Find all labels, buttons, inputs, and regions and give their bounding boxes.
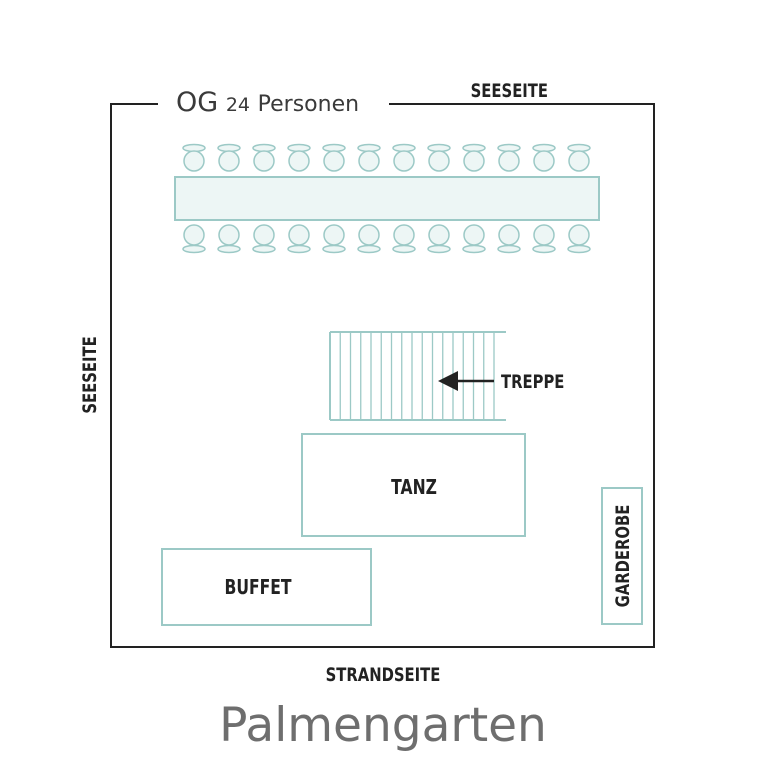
chair (183, 224, 205, 246)
chair (463, 150, 485, 172)
stairs-arrow (438, 371, 494, 391)
dance-floor (301, 433, 526, 537)
chair (568, 150, 590, 172)
side-label-bottom: STRANDSEITE (326, 664, 441, 686)
seats-bottom-row (182, 224, 591, 254)
chair (533, 150, 555, 172)
chair (568, 224, 590, 246)
floor-level: OG (176, 87, 218, 118)
chair-backrest (567, 244, 591, 254)
chair (498, 150, 520, 172)
chair (323, 150, 345, 172)
chair (393, 150, 415, 172)
chair (463, 224, 485, 246)
chair (533, 224, 555, 246)
chair-backrest (322, 244, 346, 254)
banquet-table (174, 176, 600, 221)
chair (288, 150, 310, 172)
chair (358, 150, 380, 172)
buffet-area (161, 548, 372, 626)
cloakroom-area (601, 487, 643, 625)
arrow-head-icon (438, 371, 458, 391)
chair-backrest (217, 244, 241, 254)
stairs (329, 331, 506, 421)
side-label-top: SEESEITE (471, 80, 548, 102)
chair-backrest (182, 244, 206, 254)
stair-steps (329, 332, 495, 420)
venue-title: Palmengarten (219, 698, 547, 753)
chair (428, 150, 450, 172)
chair (358, 224, 380, 246)
seats-top-row (182, 143, 591, 172)
chair-backrest (532, 244, 556, 254)
floor-unit: Personen (258, 92, 359, 117)
chair (218, 224, 240, 246)
chair (393, 224, 415, 246)
chair-backrest (287, 244, 311, 254)
chair (253, 224, 275, 246)
floor-label: OG 24 Personen (176, 87, 359, 118)
chair-backrest (392, 244, 416, 254)
chair-backrest (462, 244, 486, 254)
chair (498, 224, 520, 246)
chair-backrest (497, 244, 521, 254)
chair (253, 150, 275, 172)
chair-backrest (427, 244, 451, 254)
chair-backrest (357, 244, 381, 254)
dance-floor-label: TANZ (391, 476, 437, 499)
buffet-label: BUFFET (224, 576, 292, 599)
wall-left-top (110, 103, 655, 648)
chair (288, 224, 310, 246)
chair-backrest (252, 244, 276, 254)
side-label-left: SEESEITE (79, 336, 101, 413)
chair (323, 224, 345, 246)
chair (428, 224, 450, 246)
stairs-label: TREPPE (501, 371, 564, 393)
cloakroom-label: GARDEROBE (612, 505, 634, 608)
floor-capacity: 24 (226, 94, 250, 116)
room-walls (110, 103, 655, 648)
chair (183, 150, 205, 172)
chair (218, 150, 240, 172)
